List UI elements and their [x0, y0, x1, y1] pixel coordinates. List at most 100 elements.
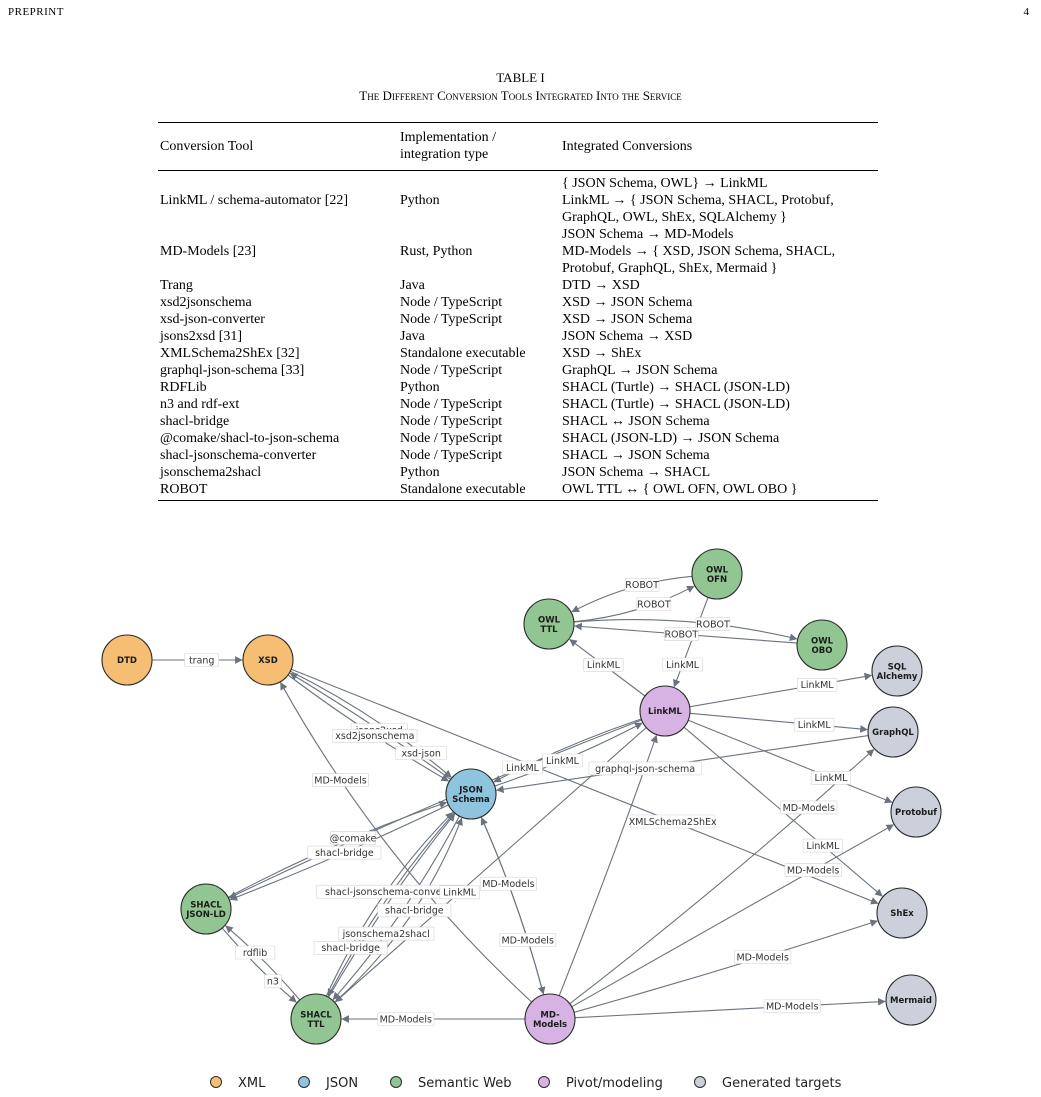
- node-circle: [290, 993, 342, 1045]
- cell-conversions: JSON Schema → XSD: [560, 328, 878, 345]
- cell-tool: Trang: [160, 278, 193, 293]
- cell-implementation: Node / TypeScript: [400, 448, 503, 463]
- cell-implementation: Standalone executable: [400, 482, 526, 497]
- edge-md_models-to-mermaid: [574, 997, 886, 1019]
- node-dtd: DTD: [101, 634, 153, 686]
- cell-conversions: SHACL (Turtle) → SHACL (JSON-LD): [560, 396, 878, 413]
- cell-conversions: SHACL (JSON-LD) → JSON Schema: [560, 430, 878, 447]
- node-xsd: XSD: [242, 634, 294, 686]
- legend-label: Generated targets: [722, 1076, 842, 1091]
- conversion-tools-table: Conversion Tool Implementation / integra…: [158, 122, 878, 501]
- edge-md_models-to-protobuf: [571, 824, 895, 1008]
- table-body: LinkML / schema-automator [22]Python{ JS…: [158, 171, 878, 501]
- cell-tool: graphql-json-schema [33]: [160, 363, 305, 378]
- edge-label: ROBOT: [664, 630, 698, 641]
- table-row: jsons2xsd [31] Java JSON Schema → XSD: [158, 328, 878, 345]
- node-circle: [445, 768, 497, 820]
- cell-tool: shacl-bridge: [160, 414, 230, 429]
- cell-tool: n3 and rdf-ext: [160, 397, 240, 412]
- cell-implementation: Node / TypeScript: [400, 363, 503, 378]
- column-header-tool: Conversion Tool: [160, 138, 254, 154]
- cell-conversions: SHACL → JSON Schema: [560, 447, 878, 464]
- edge-shacl_ttl-to-shacl_jsonld: [225, 925, 301, 1001]
- node-label: SQL: [888, 662, 907, 672]
- edge-label-background: [184, 653, 219, 667]
- edge-label-background: [263, 974, 282, 989]
- conversion-line: XSD → JSON Schema: [562, 295, 693, 310]
- cell-tool: @comake/shacl-to-json-schema: [160, 431, 340, 446]
- conversion-line: JSON Schema → SHACL: [562, 465, 711, 480]
- edge-json_schema-to-shacl_ttl: [327, 812, 455, 997]
- edge-owl_ttl-to-owl_ofn: [573, 585, 695, 623]
- legend-swatch: [210, 1076, 222, 1088]
- cell-tool: RDFLib: [160, 380, 207, 395]
- table-row: LinkML / schema-automator [22]Python{ JS…: [158, 171, 878, 227]
- node-label: OWL: [706, 565, 729, 575]
- edge-label: shacl-bridge: [321, 943, 380, 954]
- node-label: MD-: [540, 1010, 560, 1020]
- legend-swatch: [694, 1076, 706, 1088]
- edge-label: LinkML: [666, 660, 700, 671]
- edge-label-background: [499, 933, 557, 947]
- edge-label-background: [663, 627, 699, 641]
- legend-label: Pivot/modeling: [566, 1076, 663, 1091]
- conversion-line: SHACL ↔ JSON Schema: [562, 414, 710, 429]
- edge-label: MD-Models: [482, 879, 534, 890]
- edge-label: MD-Models: [736, 952, 788, 963]
- node-label: Models: [533, 1020, 567, 1030]
- cell-implementation: Node / TypeScript: [400, 431, 503, 446]
- edge-label: XMLSchema2ShEx: [629, 817, 717, 828]
- cell-tool: xsd-json-converter: [160, 312, 265, 327]
- node-sql-alchemy: SQLAlchemy: [871, 645, 923, 697]
- cell-tool: jsons2xsd [31]: [160, 329, 243, 344]
- node-graphql: GraphQL: [867, 706, 919, 758]
- legend-item: Generated targets: [694, 1076, 842, 1091]
- table-number: TABLE I: [496, 70, 545, 85]
- edge-label-background: [662, 657, 703, 672]
- table-row: XMLSchema2ShEx [32]Standalone executable…: [158, 345, 878, 362]
- node-label: XSD: [258, 656, 278, 666]
- node-circle: [523, 598, 575, 650]
- conversion-line: SHACL (Turtle) → SHACL (JSON-LD): [562, 397, 790, 412]
- conversion-line: SHACL (Turtle) → SHACL (JSON-LD): [562, 380, 790, 395]
- edge-label-background: [630, 814, 716, 829]
- edge-label-background: [780, 800, 838, 815]
- cell-implementation: Node / TypeScript: [400, 414, 503, 429]
- edge-owl_ofn-to-linkml: [673, 597, 709, 688]
- edge-label: MD-Models: [501, 935, 553, 946]
- legend-swatch: [390, 1076, 402, 1088]
- edge-label: trang: [189, 655, 215, 666]
- edge-label: shacl-bridge: [315, 848, 374, 859]
- edge-label-background: [763, 999, 821, 1014]
- cell-conversions: XSD → ShEx: [560, 345, 878, 362]
- cell-implementation: Node / TypeScript: [400, 312, 503, 327]
- node-label: LinkML: [648, 707, 682, 717]
- node-circle: [890, 786, 942, 838]
- conversion-line: OWL TTL ↔ { OWL OFN, OWL OBO }: [562, 482, 798, 497]
- edge-label: LinkML: [506, 763, 540, 774]
- table-row: xsd-json-converter Node / TypeScript XSD →…: [158, 311, 878, 328]
- cell-tool: MD-Models [23]: [160, 244, 257, 259]
- cell-implementation: Java: [400, 329, 425, 344]
- edge-label-background: [377, 903, 452, 918]
- edge-label: MD-Models: [380, 1014, 432, 1025]
- edge-owl_ttl-to-owl_obo: [573, 619, 798, 642]
- conversion-line: { JSON Schema, OWL} → LinkML: [562, 176, 768, 191]
- conversion-line: XSD → JSON Schema: [562, 312, 693, 327]
- edge-label: MD-Models: [766, 1002, 818, 1013]
- node-protobuf: Protobuf: [890, 786, 942, 838]
- edge-label-background: [810, 771, 852, 785]
- node-circle: [524, 993, 576, 1045]
- edge-label-background: [695, 617, 731, 631]
- edge-label: LinkML: [801, 680, 835, 691]
- edge-label: LinkML: [587, 660, 621, 671]
